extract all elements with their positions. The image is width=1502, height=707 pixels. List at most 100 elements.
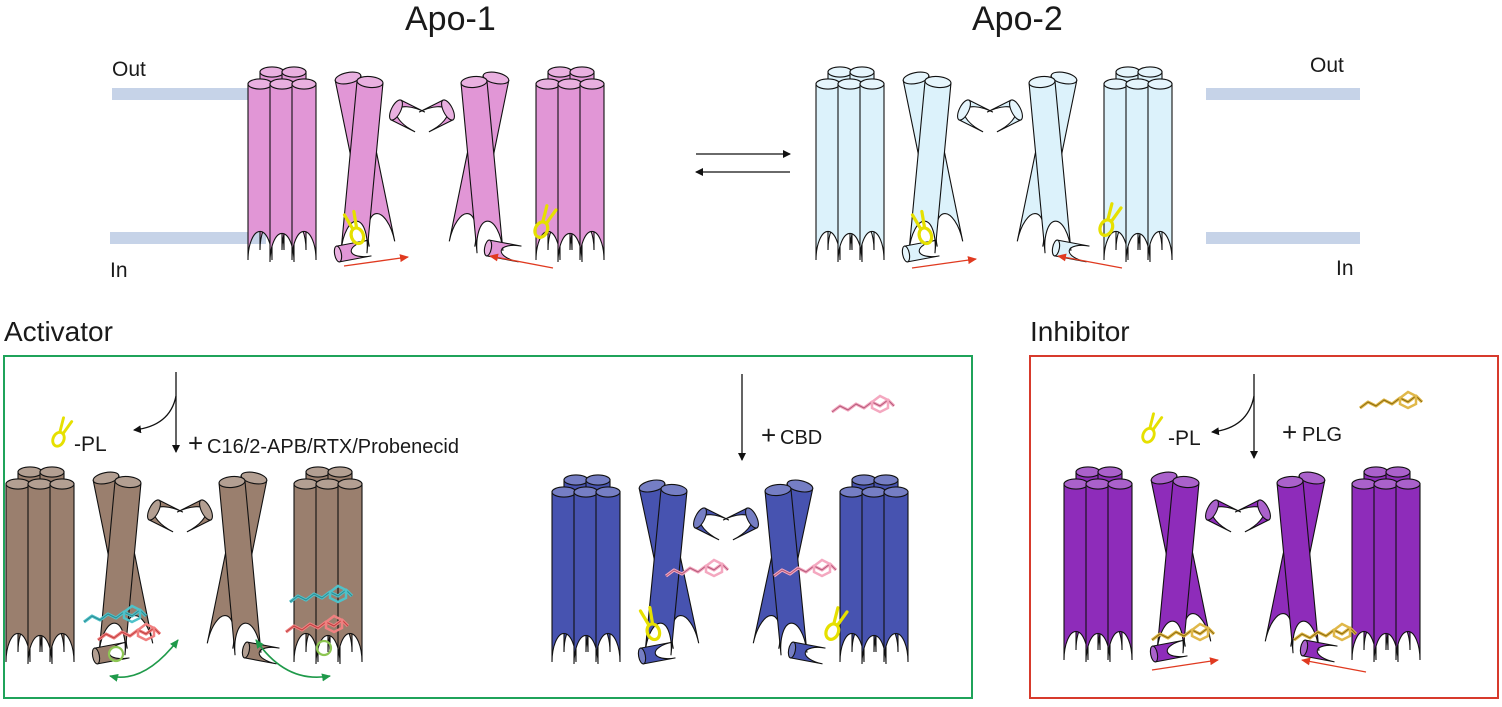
vsld-bundle-left bbox=[815, 66, 885, 263]
helix-cylinder bbox=[1125, 78, 1151, 263]
pore-helix bbox=[1156, 475, 1200, 654]
motion-arrow bbox=[911, 256, 977, 269]
apo2-channel bbox=[815, 66, 1173, 263]
membrane-bar bbox=[110, 232, 266, 244]
cbd-channel bbox=[551, 474, 909, 665]
membrane-bar bbox=[112, 88, 268, 100]
vsld-bundle-left bbox=[1063, 466, 1133, 663]
phospholipid-icon bbox=[1141, 412, 1164, 444]
vsld-bundle-left bbox=[551, 474, 621, 665]
helix-cylinder bbox=[5, 478, 31, 663]
inhibitor-box bbox=[1029, 355, 1499, 699]
motion-arrow bbox=[1057, 253, 1123, 269]
motion-arrow bbox=[109, 639, 179, 682]
helix-cylinder bbox=[579, 78, 605, 261]
vsld-bundle-left bbox=[247, 66, 317, 263]
motion-arrow bbox=[343, 254, 409, 267]
ligand-stick-model-icon bbox=[97, 622, 162, 642]
membrane-bar bbox=[1206, 232, 1360, 244]
helix-cylinder bbox=[49, 478, 75, 663]
ligand-stick-model-icon bbox=[1359, 390, 1424, 410]
vsld-bundle-right bbox=[535, 66, 605, 263]
side-helix bbox=[693, 507, 730, 541]
pore-unit-right bbox=[986, 71, 1078, 254]
pore-helix bbox=[340, 75, 384, 254]
apo1-channel bbox=[247, 66, 605, 263]
side-helix bbox=[418, 99, 455, 133]
membrane-bars bbox=[110, 88, 1360, 244]
pore-helix bbox=[1276, 475, 1320, 654]
helix-cylinder bbox=[839, 486, 865, 663]
pore-unit-right bbox=[418, 71, 510, 254]
activator-channel bbox=[5, 466, 363, 665]
linker-helix bbox=[787, 641, 826, 665]
inhibitor-channel bbox=[1063, 466, 1421, 663]
cbd-plus: + bbox=[761, 420, 776, 450]
linker-helix bbox=[901, 239, 940, 263]
helix-cylinder bbox=[1373, 478, 1399, 663]
pore-unit-left bbox=[1150, 471, 1242, 654]
side-helix bbox=[957, 99, 994, 133]
plg-plus: + bbox=[1282, 417, 1297, 447]
linker-helix bbox=[1299, 639, 1338, 663]
pore-helix bbox=[908, 75, 952, 254]
cbd-label: CBD bbox=[780, 427, 822, 449]
helix-cylinder bbox=[535, 78, 561, 261]
helix-cylinder bbox=[551, 486, 577, 663]
helix-cylinder bbox=[1395, 478, 1421, 661]
pore-unit-right bbox=[1234, 471, 1326, 654]
motion-arrow bbox=[1301, 657, 1367, 673]
phospholipid-icon bbox=[638, 605, 662, 642]
motion-arrow bbox=[1151, 657, 1219, 671]
helix-cylinder bbox=[815, 78, 841, 261]
activator-pl-label: -PL bbox=[74, 433, 107, 456]
membrane-bar bbox=[1206, 88, 1360, 100]
ligand-stick-model-icon bbox=[1151, 622, 1216, 642]
out-label-right: Out bbox=[1310, 54, 1344, 77]
plg-label: PLG bbox=[1302, 424, 1342, 446]
helix-cylinder bbox=[883, 486, 909, 663]
pore-unit-left bbox=[334, 71, 426, 254]
activator-title: Activator bbox=[4, 316, 113, 347]
removal-arrow bbox=[1211, 395, 1255, 436]
side-helix bbox=[1234, 499, 1271, 533]
helix-cylinder bbox=[595, 486, 621, 663]
removal-arrow bbox=[133, 395, 177, 434]
apo1-title: Apo-1 bbox=[405, 0, 496, 38]
ligand-stick-model-icon bbox=[83, 604, 148, 624]
apo2-title: Apo-2 bbox=[972, 0, 1063, 38]
helix-cylinder bbox=[269, 78, 295, 263]
side-helix bbox=[389, 99, 426, 133]
helix-cylinder bbox=[1063, 478, 1089, 661]
pore-unit-left bbox=[902, 71, 994, 254]
ligand-stick-model-icon bbox=[289, 584, 354, 604]
helix-cylinder bbox=[1107, 478, 1133, 661]
linker-helix bbox=[333, 239, 372, 263]
pore-unit-left bbox=[638, 479, 730, 656]
lipid-ring bbox=[315, 639, 333, 657]
helix-cylinder bbox=[573, 486, 599, 665]
helix-cylinder bbox=[291, 78, 317, 261]
motion-arrow bbox=[255, 639, 331, 682]
phospholipid-icon bbox=[533, 204, 558, 239]
helix-cylinder bbox=[859, 78, 885, 261]
helix-cylinder bbox=[837, 78, 863, 263]
helix-cylinder bbox=[1085, 478, 1111, 663]
helix-cylinder bbox=[1147, 78, 1173, 261]
side-helix bbox=[147, 499, 184, 533]
out-label-left: Out bbox=[112, 58, 146, 81]
helix-cylinder bbox=[337, 478, 363, 663]
phospholipid-icon bbox=[910, 209, 934, 246]
ligand-stick-model-icon bbox=[285, 614, 350, 634]
in-label-left: In bbox=[110, 259, 128, 282]
activator-ligand-plus: + bbox=[188, 428, 203, 458]
side-helix bbox=[176, 499, 213, 533]
vsld-bundle-left bbox=[5, 466, 75, 665]
linker-helix bbox=[1149, 639, 1188, 663]
vsld-bundle-right bbox=[839, 474, 909, 665]
activator-box bbox=[3, 355, 973, 699]
ligand-stick-model-icon bbox=[665, 558, 730, 578]
pore-unit-left bbox=[92, 471, 184, 656]
